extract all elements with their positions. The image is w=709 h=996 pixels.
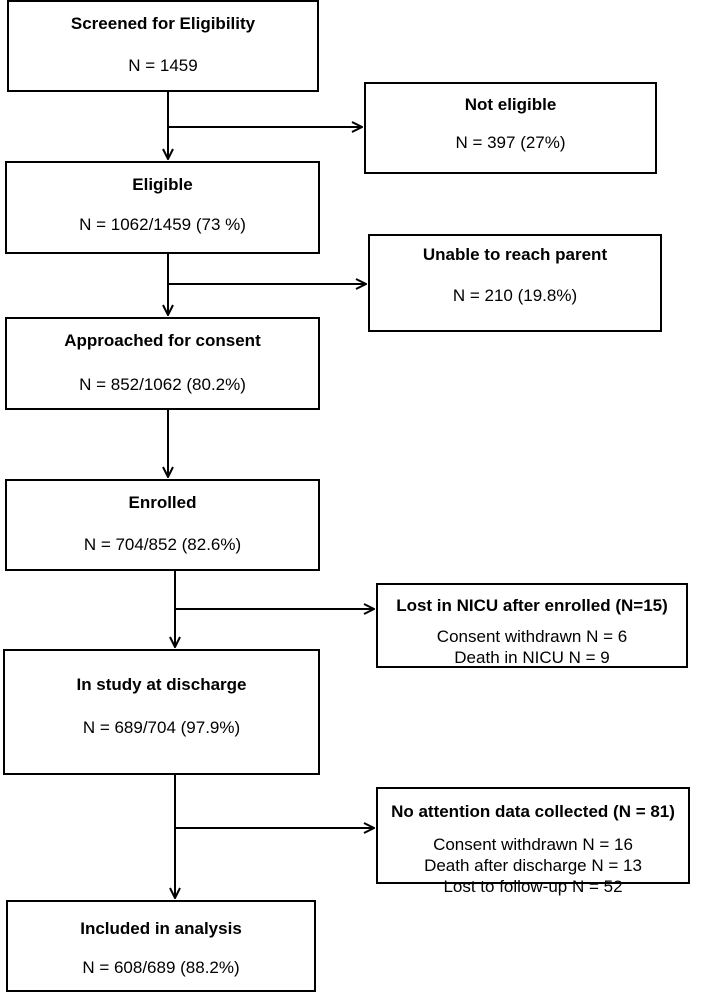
in-study-count: N = 689/704 (97.9%): [82, 718, 241, 737]
not-eligible-title: Not eligible: [464, 95, 557, 114]
in-study-box: In study at discharge N = 689/704 (97.9%…: [3, 649, 320, 775]
screened-box: Screened for Eligibility N = 1459: [7, 0, 319, 92]
included-count: N = 608/689 (88.2%): [82, 958, 240, 977]
unable-to-reach-count: N = 210 (19.8%): [452, 286, 578, 305]
included-box: Included in analysis N = 608/689 (88.2%): [6, 900, 316, 992]
not-eligible-box: Not eligible N = 397 (27%): [364, 82, 657, 174]
lost-in-nicu-line: Death in NICU N = 9: [454, 648, 610, 667]
eligible-title: Eligible: [132, 175, 193, 194]
eligible-box: Eligible N = 1062/1459 (73 %): [5, 161, 320, 254]
approached-title: Approached for consent: [64, 331, 261, 350]
unable-to-reach-title: Unable to reach parent: [422, 245, 608, 264]
no-attention-data-line: Lost to follow-up N = 52: [443, 877, 623, 896]
lost-in-nicu-title: Lost in NICU after enrolled (N=15): [396, 596, 668, 615]
approached-count: N = 852/1062 (80.2%): [79, 375, 246, 394]
unable-to-reach-box: Unable to reach parent N = 210 (19.8%): [368, 234, 662, 332]
not-eligible-count: N = 397 (27%): [455, 133, 566, 152]
screened-count: N = 1459: [128, 56, 198, 75]
no-attention-data-box: No attention data collected (N = 81) Con…: [376, 787, 690, 896]
screened-title: Screened for Eligibility: [70, 14, 256, 33]
enrolled-title: Enrolled: [128, 493, 197, 512]
eligible-count: N = 1062/1459 (73 %): [79, 215, 246, 234]
no-attention-data-title: No attention data collected (N = 81): [391, 802, 675, 821]
no-attention-data-line: Death after discharge N = 13: [424, 856, 642, 875]
included-title: Included in analysis: [80, 919, 242, 938]
lost-in-nicu-box: Lost in NICU after enrolled (N=15) Conse…: [376, 583, 688, 668]
enrolled-count: N = 704/852 (82.6%): [83, 535, 242, 554]
enrolled-box: Enrolled N = 704/852 (82.6%): [5, 479, 320, 571]
approached-box: Approached for consent N = 852/1062 (80.…: [5, 317, 320, 410]
no-attention-data-line: Consent withdrawn N = 16: [433, 835, 633, 854]
lost-in-nicu-line: Consent withdrawn N = 6: [436, 627, 628, 646]
in-study-title: In study at discharge: [76, 675, 247, 694]
